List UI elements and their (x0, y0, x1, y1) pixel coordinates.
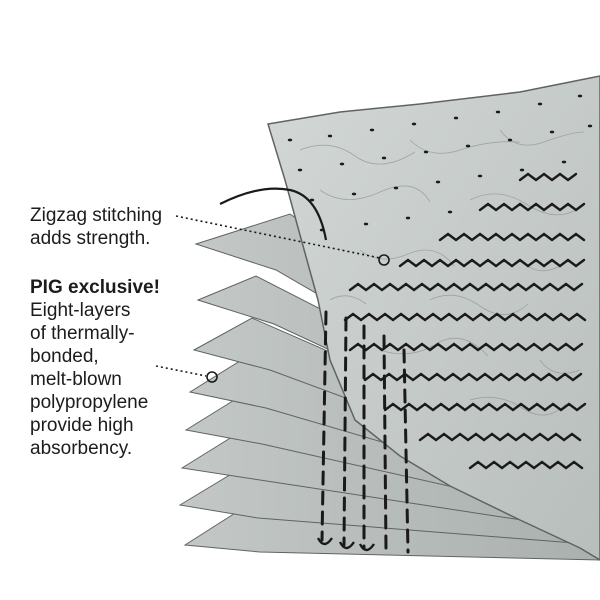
callout-stitching: Zigzag stitching adds strength. (30, 204, 162, 250)
callout-layers-line6: provide high (30, 415, 134, 436)
callout-layers-line2: of thermally- (30, 323, 135, 344)
leader-layers (155, 365, 207, 377)
mat-layer-8 (183, 509, 600, 561)
mat-layer-7 (178, 469, 600, 546)
callout-layers-line4: melt-blown (30, 369, 122, 390)
callout-leaders (155, 215, 381, 377)
zigzag-stitching (343, 172, 587, 470)
callout-layers-line7: absorbency. (30, 438, 133, 459)
callout-marker-stitching (378, 254, 390, 266)
callout-stitching-line1: Zigzag stitching (30, 205, 163, 226)
thread-loops (316, 537, 375, 552)
stitch-columns (320, 310, 410, 554)
callout-layers-line1: Eight-layers (30, 300, 131, 321)
callout-layers: PIG exclusive! Eight-layers of thermally… (30, 276, 160, 460)
callout-stitching-line2: adds strength. (30, 228, 151, 249)
stitch-dots (287, 94, 593, 232)
callout-layers-line5: polypropylene (30, 392, 149, 413)
callout-layers-headline: PIG exclusive! (30, 277, 160, 298)
loose-thread (219, 187, 328, 241)
callout-marker-layers (206, 371, 218, 383)
callout-layers-line3: bonded, (30, 346, 99, 367)
